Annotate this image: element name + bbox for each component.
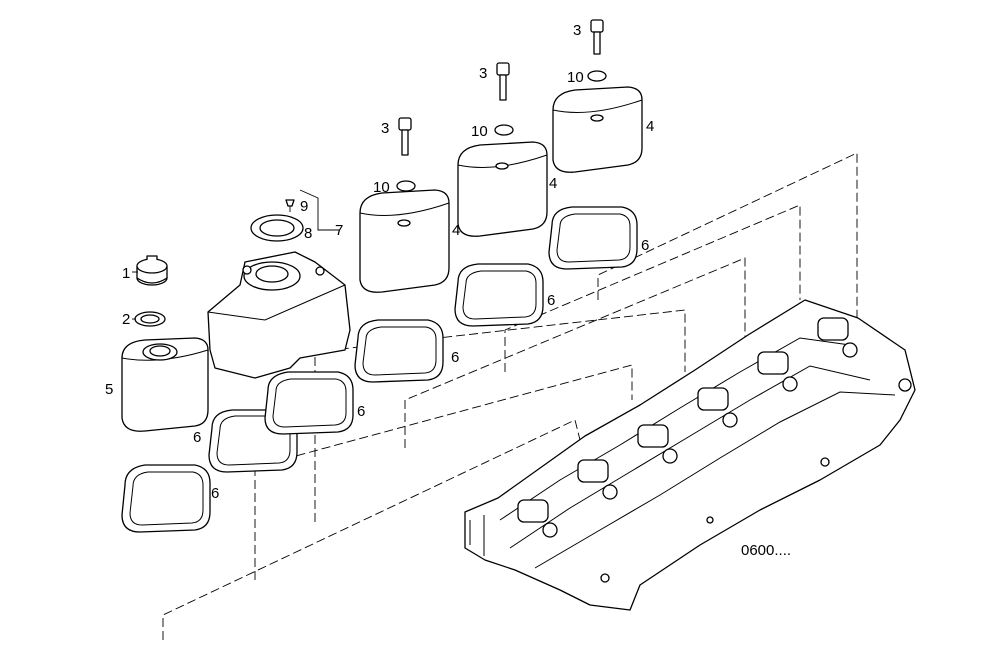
reference-code: 0600.... <box>741 542 791 559</box>
filler-cap-seal <box>134 311 166 327</box>
callout-6: 6 <box>547 292 555 309</box>
callout-7: 7 <box>335 222 343 239</box>
callout-10: 10 <box>471 123 488 140</box>
callout-10: 10 <box>567 69 584 86</box>
callout-6: 6 <box>451 349 459 366</box>
oil-filler-cap <box>136 255 168 286</box>
callout-4: 4 <box>452 222 460 239</box>
rocker-cover-rear <box>552 86 643 173</box>
breather-ring <box>250 214 304 242</box>
callout-4: 4 <box>646 118 654 135</box>
callout-6: 6 <box>193 429 201 446</box>
rocker-cover-front-breather <box>207 251 351 379</box>
assembly-guide-lines <box>162 152 858 640</box>
callout-3: 3 <box>479 65 487 82</box>
breather-screw <box>285 199 295 212</box>
rocker-cover-mid-right <box>457 141 548 237</box>
callout-6: 6 <box>357 403 365 420</box>
bolts-and-washers <box>396 19 607 192</box>
gaskets <box>121 206 638 533</box>
oil-filler-cover <box>121 337 209 432</box>
callout-4: 4 <box>549 175 557 192</box>
callout-2: 2 <box>122 311 130 328</box>
cylinder-head <box>464 299 916 611</box>
callout-3: 3 <box>573 22 581 39</box>
callout-8: 8 <box>304 225 312 242</box>
part-callouts: 1 2 5 6 6 6 6 6 6 6 7 8 9 3 3 3 3 10 10 … <box>105 22 654 502</box>
callout-10: 10 <box>373 179 390 196</box>
callout-6: 6 <box>641 237 649 254</box>
callout-leaders <box>132 189 340 320</box>
callout-1: 1 <box>122 265 130 282</box>
rocker-cover-mid-left <box>359 189 450 293</box>
callout-5: 5 <box>105 381 113 398</box>
callout-6: 6 <box>211 485 219 502</box>
callout-9: 9 <box>300 198 308 215</box>
callout-3: 3 <box>381 120 389 137</box>
